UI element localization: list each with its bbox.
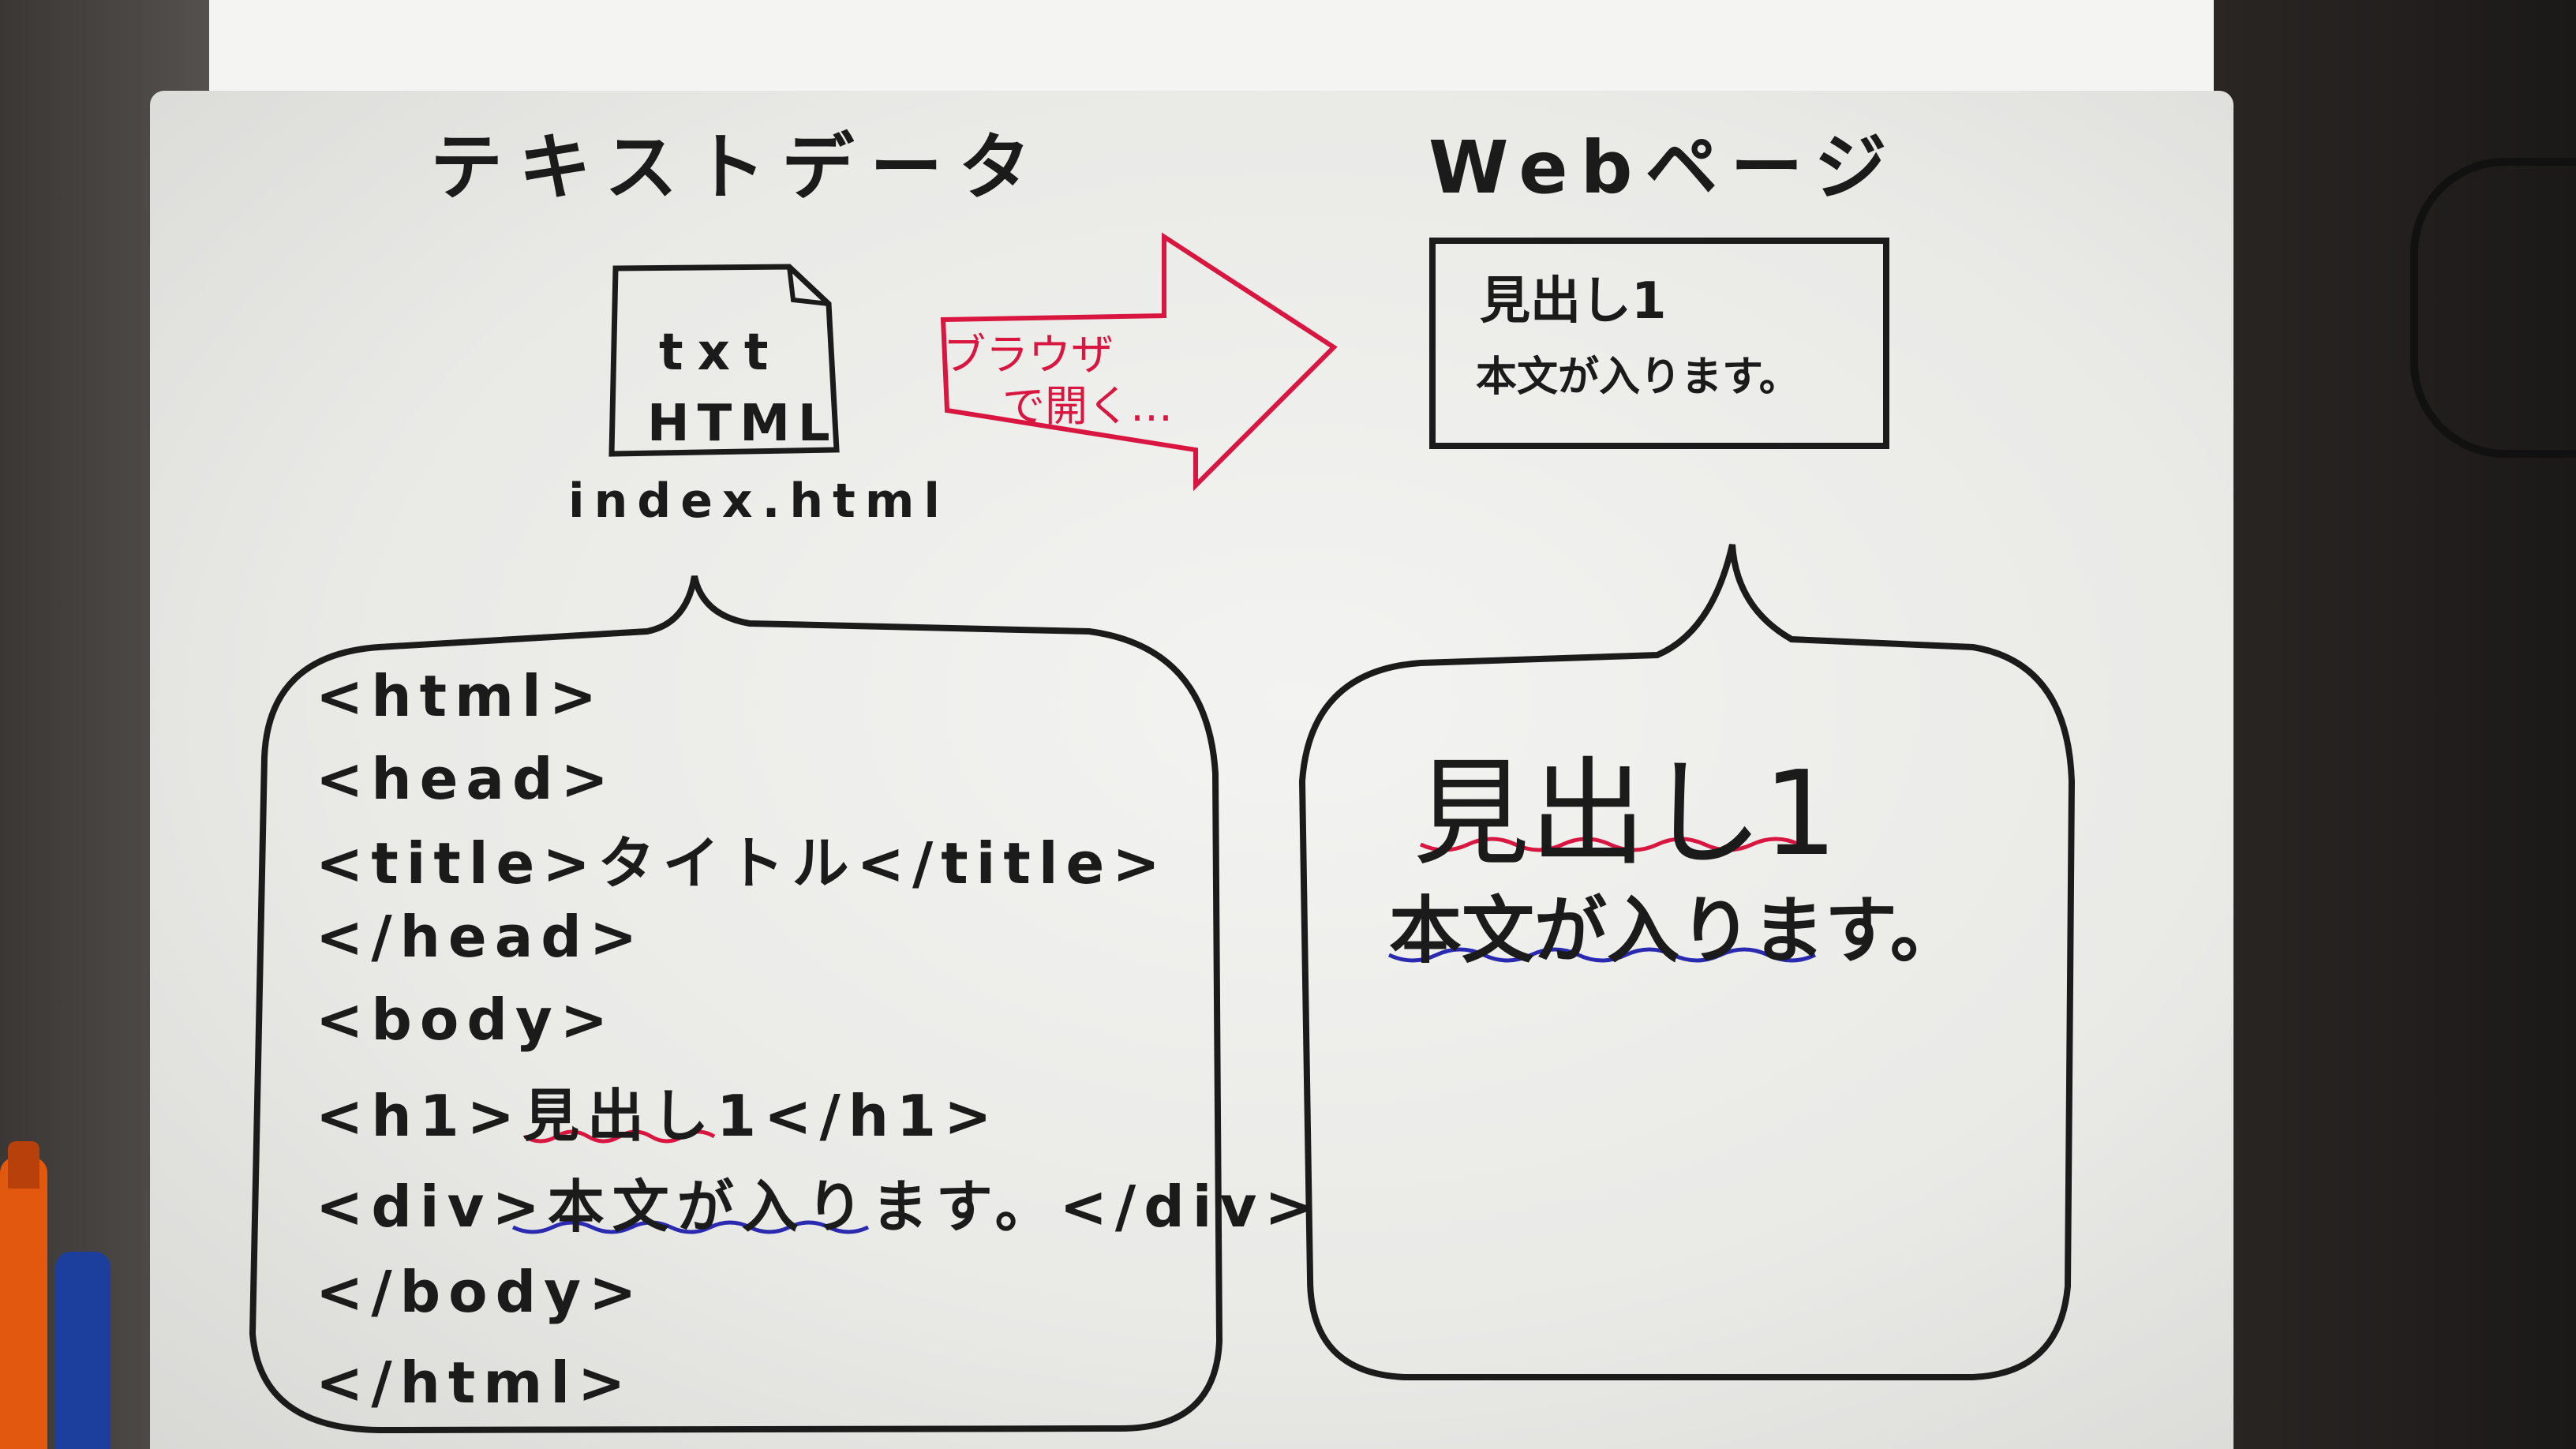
large-preview-heading: 見出し1 bbox=[1413, 746, 1838, 882]
file-icon bbox=[608, 264, 840, 457]
code-line: </body> bbox=[316, 1259, 645, 1325]
arrow-label-line2: で開く… bbox=[1002, 381, 1173, 431]
cable bbox=[2410, 158, 2576, 458]
file-icon-label-txt: txt bbox=[659, 324, 783, 382]
orange-pen bbox=[0, 1157, 47, 1449]
small-preview-heading: 見出し1 bbox=[1480, 272, 1667, 331]
code-bubble bbox=[249, 575, 1223, 1434]
code-line: <div>本文が入ります。</div> bbox=[316, 1174, 1320, 1240]
filename: index.html bbox=[568, 474, 949, 529]
blue-underline-preview bbox=[1387, 947, 1817, 963]
blue-pen bbox=[55, 1252, 110, 1449]
red-arrow bbox=[940, 232, 1338, 492]
code-line: <html> bbox=[316, 663, 605, 729]
code-line: <head> bbox=[316, 746, 616, 812]
red-underline-preview bbox=[1419, 837, 1801, 852]
code-line: </html> bbox=[316, 1350, 634, 1416]
arrow-label-line1: ブラウザ bbox=[943, 330, 1114, 380]
orange-pen-cap bbox=[8, 1141, 39, 1189]
notebook-back-page bbox=[209, 0, 2214, 103]
code-line: <title>タイトル</title> bbox=[316, 830, 1168, 897]
file-icon-label-html: HTML bbox=[647, 395, 838, 453]
preview-bubble bbox=[1298, 544, 2076, 1380]
blue-underline-code bbox=[511, 1220, 870, 1234]
code-line: <body> bbox=[316, 987, 616, 1053]
small-preview-body: 本文が入ります。 bbox=[1476, 354, 1800, 401]
left-title: テキストデータ bbox=[430, 125, 1047, 210]
red-underline-code bbox=[523, 1129, 716, 1144]
code-line: </head> bbox=[316, 904, 646, 970]
code-line: <h1>見出し1</h1> bbox=[316, 1083, 1000, 1149]
right-title: Webページ bbox=[1428, 125, 1900, 210]
file-icon-fold bbox=[787, 266, 829, 306]
large-preview-body: 本文が入ります。 bbox=[1389, 889, 1963, 973]
browser-box bbox=[1429, 238, 1889, 449]
